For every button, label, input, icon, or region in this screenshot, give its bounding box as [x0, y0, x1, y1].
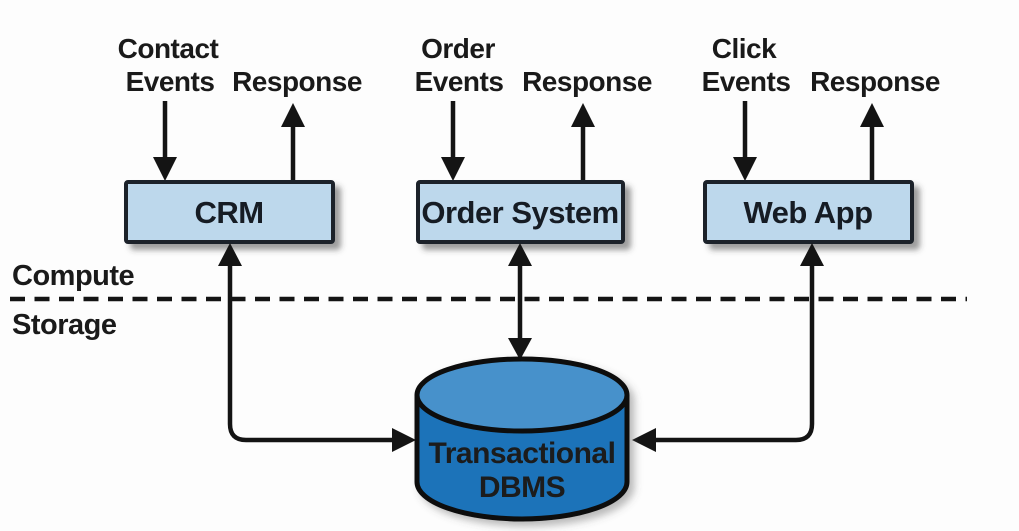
webapp-response-label: Response	[810, 66, 940, 97]
dbms-label-line1: Transactional	[429, 437, 616, 470]
order-system-box-label: Order System	[421, 195, 618, 230]
order-dbms-connector	[508, 243, 532, 360]
order-system-box	[416, 180, 625, 244]
system-webapp: Click Events Response Web App	[702, 33, 940, 244]
connector-path	[227, 264, 394, 443]
arrow-head-up	[571, 103, 595, 127]
arrow-head-down	[153, 157, 177, 181]
dbms-label-line2: DBMS	[479, 471, 565, 504]
arrow-head-down	[733, 157, 757, 181]
webapp-dbms-connector	[632, 243, 824, 452]
arrow-head-left	[632, 428, 656, 452]
crm-dbms-connector	[218, 243, 416, 452]
crm-response-arrow	[281, 103, 305, 183]
contact-events-arrow	[153, 101, 177, 181]
order-response-label: Response	[522, 66, 652, 97]
order-events-label-line2: Events	[415, 66, 504, 97]
web-app-box	[703, 180, 914, 244]
webapp-response-arrow	[860, 103, 884, 183]
arrow-head-up	[218, 243, 242, 266]
contact-events-label-line2: Events	[126, 66, 215, 97]
system-crm: Contact Events Response CRM	[118, 33, 362, 244]
click-events-label-line2: Events	[702, 66, 791, 97]
web-app-box-label: Web App	[743, 195, 872, 230]
transactional-dbms-cylinder: Transactional DBMS	[414, 356, 630, 522]
arrow-head-up	[860, 103, 884, 127]
order-events-label-line1: Order	[421, 33, 495, 64]
connector-path	[654, 264, 815, 443]
click-events-arrow	[733, 101, 757, 181]
arrow-head-right	[392, 428, 416, 452]
order-events-arrow	[441, 101, 465, 181]
crm-box	[124, 180, 335, 244]
crm-box-label: CRM	[194, 195, 263, 230]
arrow-head-up	[508, 243, 532, 266]
storage-label: Storage	[12, 309, 117, 341]
arrow-head-down	[508, 338, 532, 360]
crm-response-label: Response	[232, 66, 362, 97]
order-response-arrow	[571, 103, 595, 183]
arrow-head-up	[281, 103, 305, 127]
arrow-head-up	[800, 243, 824, 266]
system-order: Order Events Response Order System	[415, 33, 652, 244]
arrow-head-down	[441, 157, 465, 181]
compute-label: Compute	[12, 260, 135, 292]
click-events-label-line1: Click	[712, 33, 777, 64]
cylinder-top	[414, 356, 630, 434]
contact-events-label-line1: Contact	[118, 33, 219, 64]
